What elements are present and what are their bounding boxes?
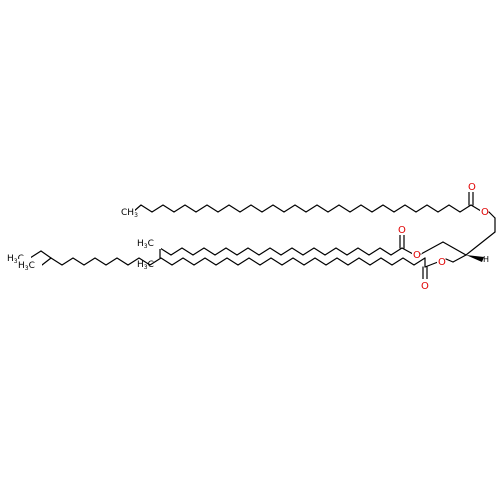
chain-bottom-ester-bond	[424, 261, 439, 268]
chain-middle-backbone	[159, 247, 403, 256]
stereo-wedge	[466, 255, 484, 262]
chain-middle-ester-oxygen: O	[412, 248, 422, 261]
chain-bottom-ester-oxygen: O	[437, 255, 447, 268]
methyl-c: C	[121, 208, 127, 218]
chain-top-backbone	[132, 204, 472, 213]
svg-text:O: O	[413, 250, 421, 261]
chain-top	[132, 190, 482, 213]
svg-text:O: O	[481, 207, 489, 218]
chain-middle-carbonyl-oxygen: O	[397, 223, 407, 236]
chain-bottom-carbonyl-oxygen: O	[420, 279, 430, 292]
glycerol-backbone	[420, 211, 496, 263]
svg-text:H: H	[483, 255, 489, 264]
chain-middle	[159, 233, 414, 263]
svg-text:O: O	[398, 225, 406, 236]
chain-top-ester-bond	[470, 204, 482, 212]
chiral-h: H	[483, 255, 489, 264]
chain-bottom-backbone	[50, 257, 426, 266]
svg-text:O: O	[421, 281, 429, 292]
svg-text:H3C: H3C	[18, 261, 35, 272]
chain-middle-ester-bond	[401, 247, 414, 255]
svg-text:O: O	[468, 182, 476, 193]
chain-bottom	[29, 250, 439, 282]
chain-top-carbonyl-oxygen: O	[467, 180, 477, 193]
chain-top-ester-oxygen: O	[480, 205, 490, 218]
chain-middle-methyl-upper: H3C	[137, 237, 161, 250]
svg-text:H3C: H3C	[137, 239, 154, 250]
svg-text:CH3: CH3	[121, 208, 138, 219]
chain-bottom-methyl-lower: H3C	[18, 259, 42, 272]
chain-top-terminal-methyl: CH3	[119, 205, 138, 219]
svg-text:O: O	[438, 257, 446, 268]
